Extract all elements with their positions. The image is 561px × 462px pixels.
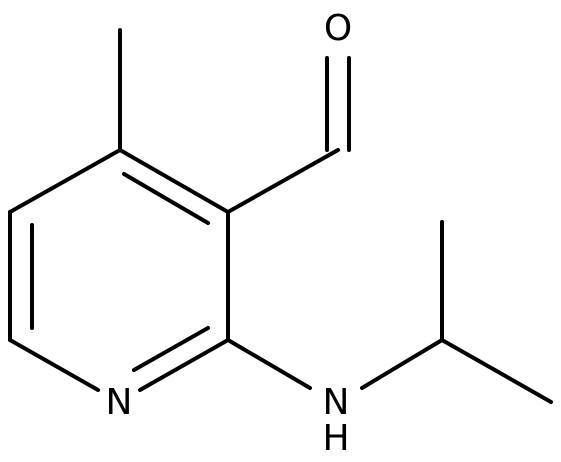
bond-n1-c2 xyxy=(138,338,230,392)
bond-c4-c5 xyxy=(8,148,122,214)
bond-nh-ch xyxy=(360,338,444,390)
bond-n1-c2-inner xyxy=(132,326,210,372)
ring-nitrogen-label: N xyxy=(106,382,133,423)
bond-ch-methyl-right xyxy=(440,338,553,404)
bond-c4-c3-inner xyxy=(122,172,210,225)
bond-c3-cho xyxy=(226,148,340,214)
amine-hydrogen-label: H xyxy=(322,418,349,459)
oxygen-label: O xyxy=(324,8,352,49)
bond-c4-c3 xyxy=(118,148,230,214)
amine-nitrogen-label: N xyxy=(323,382,350,423)
bond-c6-n1 xyxy=(8,338,100,392)
bond-c2-nh xyxy=(226,338,312,390)
